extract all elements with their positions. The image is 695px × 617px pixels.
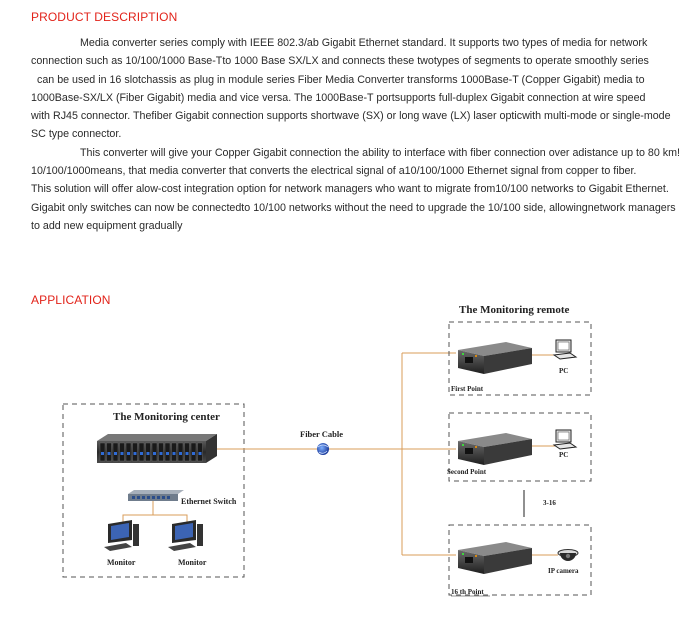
fiber-branch-lines (401, 352, 456, 556)
ip-camera-label: IP camera (548, 567, 579, 575)
point-label-first: First Point (451, 385, 484, 393)
ip-camera-icon (557, 549, 579, 561)
pc-label-1: PC (559, 367, 568, 375)
paragraph1-line-3: can be used in 16 slotchassis as plug in… (37, 73, 645, 86)
paragraph2-line-4: Gigabit only switches can now be connect… (31, 201, 676, 214)
media-converter-icon-1 (458, 342, 532, 374)
paragraph1-line-2: connection such as 10/100/1000 Base-Tto … (31, 55, 649, 68)
paragraph1-line-4: 1000Base-SX/LX (Fiber Gigabit) media and… (31, 91, 646, 104)
monitoring-center-box (62, 403, 245, 578)
product-description-body: Media converter series comply with IEEE … (31, 34, 686, 235)
paragraph1-line-6: SC type connector. (31, 128, 122, 141)
ethernet-switch-label: Ethernet Switch (181, 497, 237, 506)
paragraph2-line-2: 10/100/1000means, that media converter t… (31, 165, 637, 178)
monitor-label-2: Monitor (178, 558, 207, 567)
paragraph2-line-3: This solution will offer alow-cost integ… (31, 183, 669, 196)
monitor-label-1: Monitor (107, 558, 136, 567)
paragraph2-line-1: This converter will give your Copper Gig… (80, 146, 680, 159)
monitor-icon-1 (104, 520, 139, 551)
fiber-cable-label: Fiber Cable (300, 429, 343, 439)
remote-box-16th-point (448, 524, 592, 596)
fiber-globe-icon (317, 443, 329, 455)
product-description-heading: PRODUCT DESCRIPTION (31, 10, 178, 24)
pc-icon-2 (552, 429, 578, 450)
media-converter-icon-2 (458, 433, 532, 465)
range-label: 3-16 (543, 499, 556, 507)
point-label-16th: 16 th Point (451, 588, 484, 596)
pc-icon-1 (552, 339, 578, 360)
paragraph2-line-5: to add new equipment gradually (31, 219, 183, 232)
pc-label-2: PC (559, 451, 568, 459)
media-converter-icon-3 (458, 542, 532, 574)
monitoring-center-title: The Monitoring center (113, 411, 220, 423)
remote-box-second-point (448, 412, 592, 482)
application-heading: APPLICATION (31, 293, 111, 307)
ethernet-switch-icon (128, 490, 184, 501)
monitor-icon-2 (168, 520, 203, 551)
fiber-chassis-rack (97, 434, 217, 463)
monitoring-remote-title: The Monitoring remote (459, 304, 570, 316)
paragraph1-line-5: with RJ45 connector. Thefiber Gigabit co… (31, 110, 671, 123)
paragraph1-line-1: Media converter series comply with IEEE … (80, 37, 648, 49)
point-label-second: Second Point (447, 468, 487, 476)
